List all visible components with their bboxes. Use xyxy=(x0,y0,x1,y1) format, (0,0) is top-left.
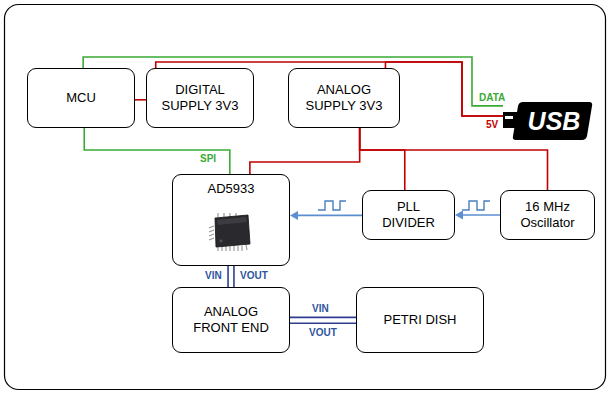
node-label: DIGITAL SUPPLY 3V3 xyxy=(150,82,250,114)
signal-label: SPI xyxy=(199,153,217,164)
divider-box: PLL DIVIDER xyxy=(362,190,455,240)
chip-illustration xyxy=(209,213,250,251)
oscillator-box: 16 MHz Oscillator xyxy=(500,190,595,240)
connector-line xyxy=(290,322,356,324)
connector-line xyxy=(250,128,360,174)
signal-label: VIN xyxy=(311,303,330,314)
usb-body xyxy=(513,102,592,140)
connector xyxy=(290,211,362,220)
node-label: 16 MHz Oscillator xyxy=(505,199,591,231)
signal-label: VIN xyxy=(204,270,223,281)
usb-prong-slot xyxy=(505,116,513,119)
supply-box: ANALOG SUPPLY 3V3 xyxy=(288,68,400,128)
node-label: PLL DIVIDER xyxy=(374,199,444,231)
connector-line xyxy=(290,317,356,319)
node-label: USB xyxy=(516,107,581,135)
node-label: ANALOG SUPPLY 3V3 xyxy=(292,82,396,114)
arrowhead xyxy=(455,211,463,220)
connector xyxy=(250,128,360,174)
connector-line xyxy=(84,128,230,174)
connector xyxy=(233,266,234,287)
connector xyxy=(360,128,405,190)
connector-line xyxy=(462,214,500,216)
connector xyxy=(84,128,230,174)
connector xyxy=(385,62,503,116)
front-end-box: ANALOG FRONT END xyxy=(172,287,290,353)
arrowhead xyxy=(290,211,298,220)
supply-box: DIGITAL SUPPLY 3V3 xyxy=(146,68,254,128)
connector-line xyxy=(233,266,235,287)
node-label: ANALOG FRONT END xyxy=(181,304,281,336)
connector-line xyxy=(360,128,405,190)
node-label: PETRI DISH xyxy=(384,312,457,328)
node-label: AD5933 xyxy=(208,181,255,197)
connector xyxy=(135,99,146,100)
mcu-box: MCU xyxy=(27,68,135,128)
signal-label: DATA xyxy=(478,92,506,103)
connector-line xyxy=(385,62,503,116)
usb-prong xyxy=(503,112,517,128)
signal-label: VOUT xyxy=(308,327,338,338)
connector xyxy=(290,317,356,318)
ic-box: AD5933 xyxy=(172,174,290,266)
connector-line xyxy=(227,266,229,287)
connector xyxy=(290,323,356,324)
connector-line xyxy=(135,99,146,101)
node-label: MCU xyxy=(66,90,96,106)
connector xyxy=(228,266,229,287)
connector-line xyxy=(297,214,362,216)
outer-frame xyxy=(5,5,606,390)
connector xyxy=(455,211,500,220)
sample-box: PETRI DISH xyxy=(356,287,484,353)
signal-label: VOUT xyxy=(239,270,269,281)
signal-label: 5V xyxy=(485,119,499,130)
usb-logo: USB xyxy=(503,100,593,142)
